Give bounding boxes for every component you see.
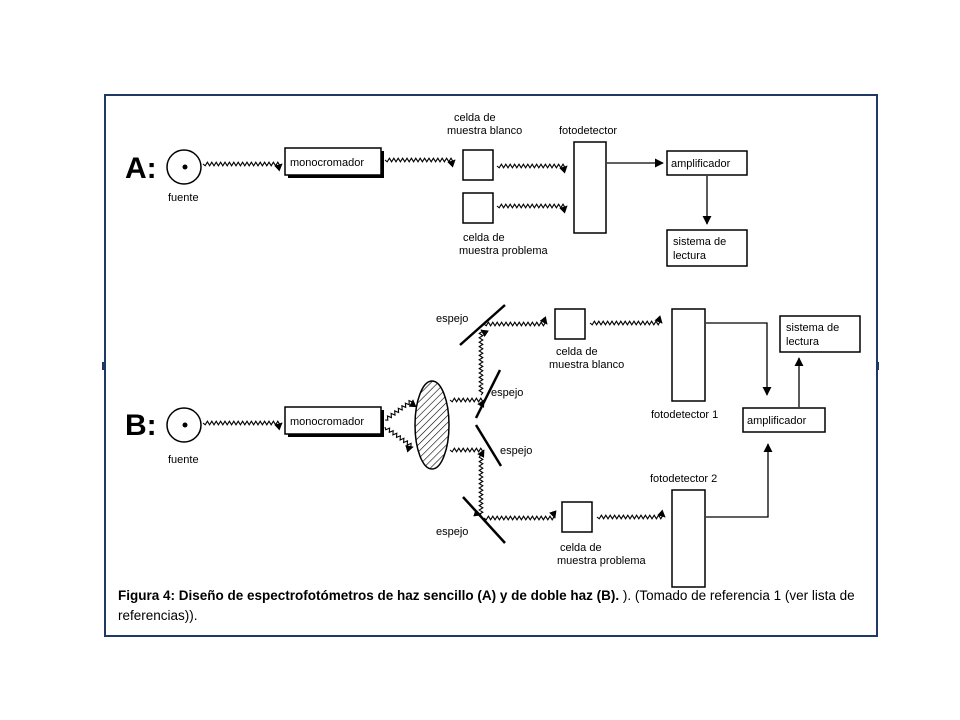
figure-caption: Figura 4: Diseño de espectrofotómetros d… [118, 586, 870, 626]
panel-a-photodetector [573, 141, 607, 234]
panel-b-amplifier-label: amplificador [747, 415, 807, 427]
panel-b-beam-down [473, 454, 484, 517]
frame-right-tick [876, 362, 879, 370]
panel-a: A: fuente monocromador celda de muestra … [125, 112, 748, 267]
panel-a-beam-blank [496, 163, 568, 174]
panel-b-label: B: [125, 409, 157, 442]
panel-b-monochromator: monocromador [284, 406, 384, 437]
panel-a-monochromator: monocromador [284, 147, 384, 178]
panel-a-blank-cell-label-2: muestra blanco [447, 125, 522, 137]
panel-b-source [166, 407, 202, 443]
figure-frame [104, 94, 878, 637]
frame-left-tick [102, 362, 105, 370]
panel-b-blank-cell-label-2: muestra blanco [549, 359, 624, 371]
panel-a-photodetector-label: fotodetector [559, 125, 617, 137]
panel-b-beam-chopper-mirror-top [449, 397, 485, 408]
panel-a-beam-sample [496, 203, 568, 214]
panel-b-photodetector-1-label: fotodetector 1 [651, 409, 718, 421]
panel-b-blank-cell [554, 308, 586, 340]
panel-b-beam-source-mono [202, 420, 283, 431]
panel-b-beam-blank-detector [589, 315, 663, 326]
panel-b-photodetector-2 [671, 489, 706, 588]
panel-b-arrow-detector2-amp [706, 443, 773, 518]
panel-b-readout-label-1: sistema de [786, 322, 839, 334]
panel-a-readout [666, 229, 748, 267]
figure-caption-bold: Figura 4: Diseño de espectrofotómetros d… [118, 588, 620, 603]
panel-b-rotating-chopper [414, 380, 450, 470]
panel-a-amplifier-label: amplificador [671, 158, 731, 170]
panel-b-mirror-label-bottom: espejo [436, 526, 468, 538]
panel-b-blank-cell-label-1: celda de [556, 346, 598, 358]
panel-b-sample-cell-label-2: muestra problema [557, 555, 647, 567]
panel-b-beam-mono-chopper-down [384, 426, 414, 453]
panel-b-beam-chopper-mirror-bottom [449, 447, 485, 458]
panel-b-monochromator-label: monocromador [290, 416, 364, 428]
panel-a-readout-label-1: sistema de [673, 236, 726, 248]
panel-a-beam-mono-cell [384, 157, 456, 168]
panel-b-readout-label-2: lectura [786, 336, 820, 348]
panel-b-center-mirror-upper [474, 369, 502, 419]
panel-b-beam-mono-chopper-up [384, 399, 417, 421]
panel-b-readout [779, 315, 861, 353]
panel-a-source-label: fuente [168, 192, 199, 204]
panel-b-amplifier [742, 407, 826, 433]
panel-b-mirror-label-top: espejo [436, 313, 468, 325]
panel-a-sample-cell-label-2: muestra problema [459, 245, 549, 257]
panel-a-amplifier [666, 150, 748, 176]
panel-b-bottom-mirror [462, 496, 506, 544]
panel-a-beam-source-mono [202, 161, 283, 172]
panel-a-blank-cell-label-1: celda de [454, 112, 496, 124]
panel-b-beam-sample-detector [596, 509, 666, 520]
panel-a-readout-label-2: lectura [673, 250, 707, 262]
panel-a-source [166, 149, 202, 185]
panel-a-sample-cell-label-1: celda de [463, 232, 505, 244]
panel-b-mirror-label-center-lower: espejo [500, 445, 532, 457]
panel-b-beam-top-cell [483, 316, 548, 327]
panel-a-blank-cell [462, 149, 494, 181]
panel-b-photodetector-2-label: fotodetector 2 [650, 473, 717, 485]
panel-b-center-mirror-lower [474, 424, 503, 467]
panel-b-beam-bottom-cell [483, 510, 557, 521]
panel-b-photodetector-1 [671, 308, 706, 402]
panel-b-source-label: fuente [168, 454, 199, 466]
panel-a-monochromator-label: monocromador [290, 157, 364, 169]
panel-b-sample-cell [561, 501, 593, 533]
panel-a-sample-cell [462, 192, 494, 224]
panel-b-mirror-label-center-upper: espejo [491, 387, 523, 399]
panel-a-label: A: [125, 152, 157, 185]
panel-b-top-mirror [459, 304, 506, 346]
panel-b-sample-cell-label-1: celda de [560, 542, 602, 554]
panel-b-beam-up [478, 329, 489, 396]
panel-b: B: fuente monocromador espejo espejo esp… [125, 304, 861, 588]
figure-caption-normal: ). (Tomado de referencia 1 (ver lista de… [118, 588, 855, 623]
panel-b-arrow-detector1-amp [706, 322, 772, 396]
